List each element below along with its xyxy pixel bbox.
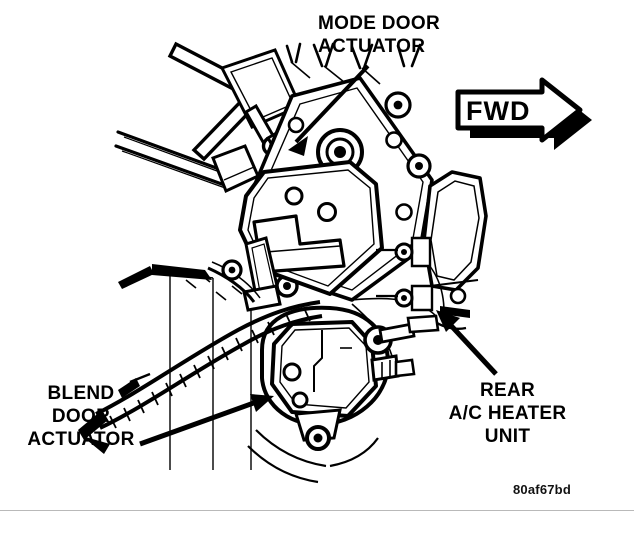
harness-construction-ticks — [185, 273, 243, 301]
control-cable-inner-lines — [121, 136, 229, 190]
control-cables — [114, 130, 232, 189]
leader-arrow-blend-door — [139, 394, 274, 447]
mode-door-actuator-body — [238, 160, 384, 312]
blend-door-actuator-body — [260, 305, 440, 451]
lower-shell-contour — [247, 429, 379, 484]
leader-arrow-mode-door — [288, 64, 370, 156]
callout-blend-door-actuator: BLEND DOOR ACTUATOR — [27, 383, 135, 450]
fwd-arrow — [455, 77, 592, 150]
fwd-direction-label: FWD — [466, 96, 531, 126]
footer-divider — [0, 510, 634, 511]
lower-bracket-arm — [207, 259, 261, 303]
wire-harness — [78, 300, 323, 454]
leader-arrow-rear-ac — [436, 310, 498, 376]
callout-rear-ac-heater-unit: REAR A/C HEATER UNIT — [448, 380, 567, 447]
floor-bracket-edge — [118, 264, 212, 289]
figure-code-caption: 80af67bd — [513, 482, 571, 497]
callout-mode-door-actuator: MODE DOOR ACTUATOR — [318, 13, 440, 57]
